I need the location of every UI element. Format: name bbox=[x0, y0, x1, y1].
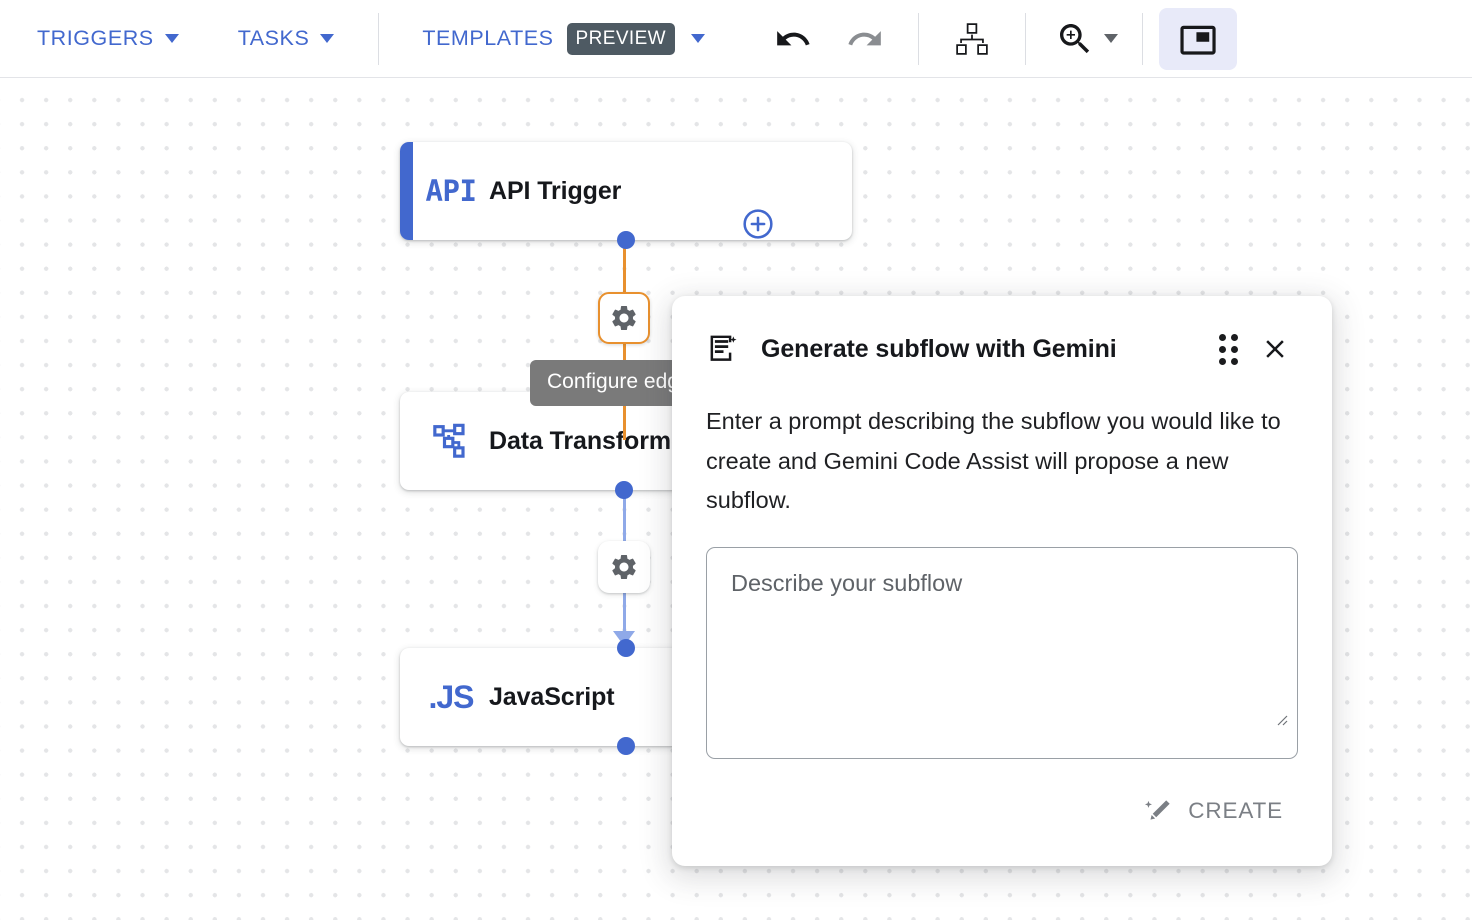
triggers-menu-label: TRIGGERS bbox=[37, 26, 154, 50]
toolbar-divider bbox=[378, 12, 380, 65]
dialog-footer: CREATE bbox=[706, 759, 1298, 837]
dialog-description: Enter a prompt describing the subflow yo… bbox=[706, 408, 1281, 513]
undo-icon bbox=[777, 30, 810, 45]
add-node-button[interactable] bbox=[742, 208, 774, 245]
dialog-title: Generate subflow with Gemini bbox=[761, 334, 1117, 363]
chevron-down-icon bbox=[690, 34, 705, 43]
data-transformer-icon bbox=[413, 421, 489, 461]
dialog-header: Generate subflow with Gemini bbox=[706, 296, 1298, 402]
tasks-menu[interactable]: TASKS bbox=[225, 18, 348, 59]
node-api-trigger-output-port[interactable] bbox=[617, 231, 635, 249]
templates-menu[interactable]: TEMPLATES PREVIEW bbox=[409, 15, 718, 63]
chevron-down-icon bbox=[164, 34, 179, 43]
create-subflow-label: CREATE bbox=[1188, 797, 1283, 823]
toolbar-divider bbox=[1024, 12, 1026, 65]
dialog-drag-handle[interactable] bbox=[1211, 326, 1246, 373]
node-javascript-input-port[interactable] bbox=[617, 639, 635, 657]
minimap-toggle-button[interactable] bbox=[1158, 7, 1237, 70]
drag-dot bbox=[1231, 357, 1238, 365]
node-api-trigger[interactable]: API API Trigger bbox=[400, 142, 852, 240]
hierarchy-icon bbox=[956, 22, 988, 55]
api-icon: API bbox=[413, 174, 489, 208]
api-glyph: API bbox=[425, 174, 477, 208]
toolbar-divider bbox=[1141, 12, 1143, 65]
node-accent-bar bbox=[400, 142, 413, 240]
dialog-close-button[interactable] bbox=[1252, 326, 1298, 372]
redo-button[interactable] bbox=[838, 12, 892, 66]
node-data-transformer-output-port[interactable] bbox=[615, 481, 633, 499]
magic-wand-icon bbox=[1145, 799, 1170, 820]
drag-dot bbox=[1219, 357, 1226, 365]
drag-dot bbox=[1219, 333, 1226, 341]
chevron-down-icon bbox=[320, 34, 335, 43]
create-subflow-button[interactable]: CREATE bbox=[1128, 785, 1298, 837]
drag-dot bbox=[1231, 333, 1238, 341]
gear-icon bbox=[612, 306, 636, 330]
picture-in-picture-icon bbox=[1180, 25, 1216, 55]
tooltip-label: Configure edge bbox=[547, 370, 691, 393]
undo-button[interactable] bbox=[766, 12, 820, 66]
subflow-prompt-input[interactable] bbox=[706, 546, 1298, 759]
toolbar: TRIGGERS TASKS TEMPLATES PREVIEW bbox=[0, 0, 1472, 78]
templates-menu-label: TEMPLATES bbox=[422, 26, 554, 50]
generate-subflow-dialog: Generate subflow with Gemini Enter a pro… bbox=[672, 296, 1332, 866]
node-javascript-label: JavaScript bbox=[489, 682, 615, 711]
plus-circle-icon bbox=[743, 209, 773, 239]
zoom-control[interactable] bbox=[1048, 12, 1124, 66]
redo-icon bbox=[848, 30, 881, 45]
node-javascript-output-port[interactable] bbox=[617, 737, 635, 755]
chevron-down-icon bbox=[1103, 34, 1118, 43]
gear-icon bbox=[612, 555, 636, 579]
node-data-transformer-label: Data Transformer bbox=[489, 426, 695, 455]
document-sparkle-icon bbox=[710, 335, 737, 361]
zoom-in-button[interactable] bbox=[1048, 12, 1102, 66]
toolbar-divider bbox=[917, 12, 919, 65]
triggers-menu[interactable]: TRIGGERS bbox=[24, 18, 192, 59]
tasks-menu-label: TASKS bbox=[237, 26, 310, 50]
js-glyph: .JS bbox=[428, 678, 474, 715]
configure-edge-button-1[interactable] bbox=[598, 292, 650, 344]
javascript-icon: .JS bbox=[413, 679, 489, 716]
close-icon bbox=[1266, 340, 1284, 358]
auto-layout-button[interactable] bbox=[945, 12, 999, 66]
node-api-trigger-label: API Trigger bbox=[489, 176, 622, 205]
drag-dot bbox=[1231, 345, 1238, 353]
preview-badge: PREVIEW bbox=[566, 22, 675, 55]
zoom-in-icon bbox=[1059, 23, 1090, 53]
drag-dot bbox=[1219, 345, 1226, 353]
configure-edge-button-2[interactable] bbox=[598, 541, 650, 593]
